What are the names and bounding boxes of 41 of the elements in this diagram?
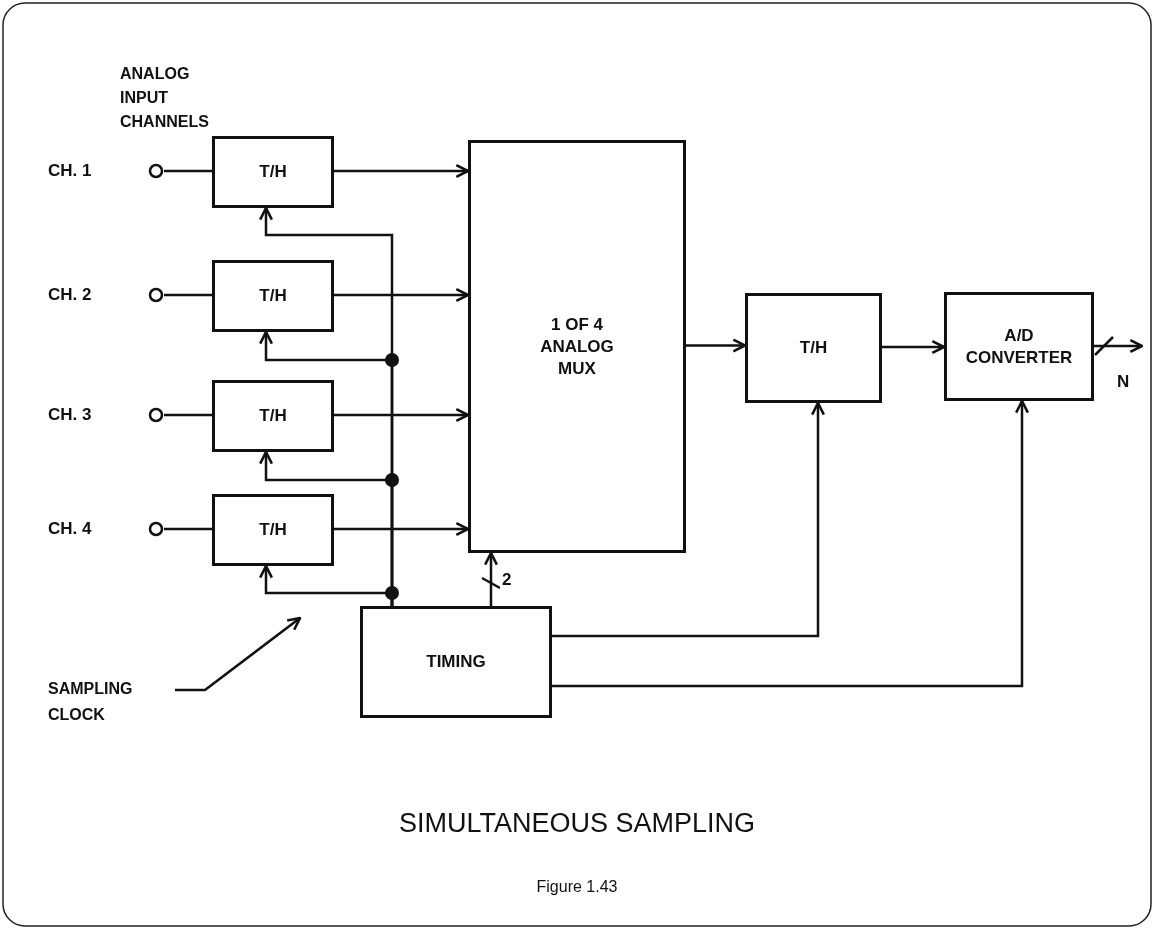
arrow [1094,338,1144,354]
arrow [334,163,470,179]
channel-label: CH. 2 [48,284,92,306]
process-block [360,606,552,718]
annotation-text: SAMPLING CLOCK [48,676,158,750]
block-label: T/H [799,337,828,359]
process-block [212,494,334,566]
process-block [212,136,334,208]
group-label: ANALOG INPUT CHANNELS [120,64,210,132]
figure-caption: Figure 1.43 [535,878,619,896]
connector-line [164,413,212,417]
block-label: TIMING [426,651,486,673]
block-label: T/H [259,161,287,183]
connector-line [164,169,212,173]
edge-label: 2 [500,570,514,590]
process-block [212,260,334,332]
leader-arrow [175,616,302,692]
diagram-title: SIMULTANEOUS SAMPLING [397,808,757,839]
channel-label: CH. 3 [48,404,92,426]
connector-line [164,293,212,297]
process-block [944,292,1094,401]
channel-label: CH. 4 [48,518,92,540]
block-label: T/H [259,285,287,307]
process-block [745,293,882,403]
arrow [258,564,394,606]
process-block [212,380,334,452]
block-label: T/H [259,405,287,427]
connector-line [164,527,212,531]
arrow [334,407,470,423]
arrow [334,521,470,537]
arrow [552,399,1030,688]
block-label: A/D CONVERTER [964,324,1074,369]
arrow [483,551,499,606]
channel-label: CH. 1 [48,160,92,182]
arrow [882,339,946,355]
arrow [552,401,826,638]
block-label: T/H [259,519,287,541]
arrow [334,287,470,303]
arrow [686,338,747,353]
process-block [468,140,686,553]
block-label: 1 OF 4 ANALOG MUX [539,313,615,380]
